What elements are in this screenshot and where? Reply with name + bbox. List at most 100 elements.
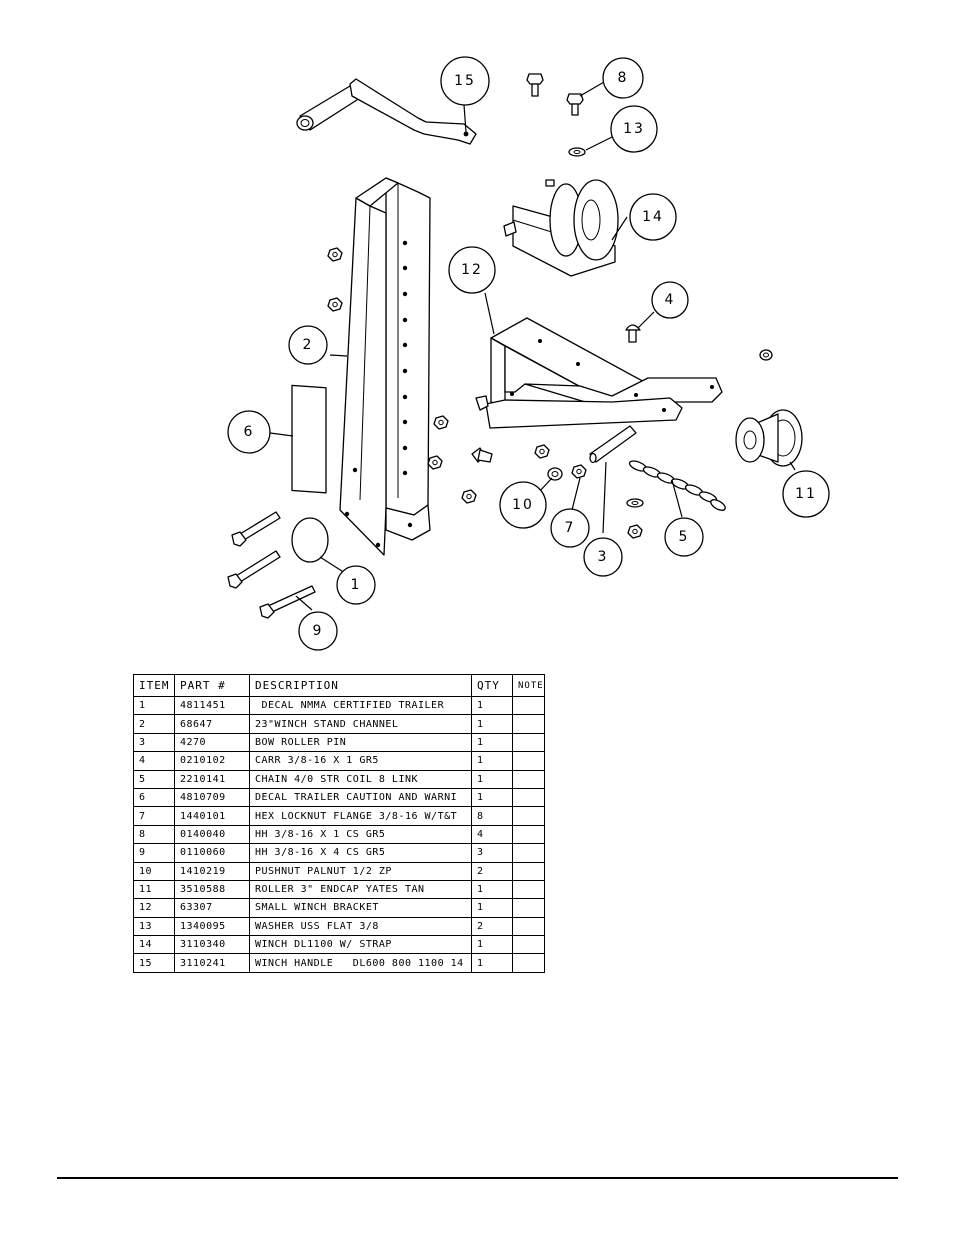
cell-part-number: 1410219 <box>174 861 250 881</box>
cell-item: 6 <box>133 787 175 808</box>
callout-label: 10 <box>512 497 534 513</box>
callout-label: 7 <box>565 520 576 536</box>
callout-label: 3 <box>598 549 609 565</box>
cell-qty: 3 <box>471 843 513 863</box>
callout-balloon: 2 <box>288 325 328 365</box>
callout-label: 13 <box>623 121 645 137</box>
callout-balloon: 8 <box>602 57 644 99</box>
column-header-description: DESCRIPTION <box>249 674 472 697</box>
hex-cap-screw-part <box>526 73 544 97</box>
callout-balloon: 12 <box>448 246 496 294</box>
hex-bolt-long-part <box>259 585 316 619</box>
cell-description: PUSHNUT PALNUT 1/2 ZP <box>249 861 472 881</box>
cell-description: SMALL WINCH BRACKET <box>249 898 472 918</box>
cell-item: 9 <box>133 843 175 863</box>
column-header-item: ITEM <box>133 674 175 697</box>
cell-note <box>512 898 545 918</box>
exploded-parts-diagram: 15 8 13 14 12 4 2 6 10 7 3 5 <box>227 56 830 651</box>
cell-part-number: 2210141 <box>174 769 250 789</box>
callout-label: 5 <box>679 529 690 545</box>
pushnut-part <box>547 467 563 481</box>
cell-qty: 1 <box>471 732 513 753</box>
cell-note <box>512 751 545 771</box>
cell-note <box>512 824 545 845</box>
hex-bolt-long-part <box>231 511 281 547</box>
cell-qty: 2 <box>471 916 513 937</box>
cell-item: 10 <box>133 861 175 881</box>
column-header-note: NOTE <box>512 674 545 697</box>
callout-balloon: 5 <box>664 517 704 557</box>
footer-rule <box>57 1177 898 1179</box>
cell-part-number: 1340095 <box>174 916 250 937</box>
cell-item: 4 <box>133 751 175 771</box>
cell-part-number: 4811451 <box>174 695 250 716</box>
cell-description: WINCH DL1100 W/ STRAP <box>249 935 472 955</box>
hex-locknut-part <box>461 489 477 504</box>
cell-note <box>512 769 545 789</box>
cell-description: DECAL TRAILER CAUTION AND WARNI <box>249 787 472 808</box>
hex-bolt-long-part <box>227 550 281 589</box>
hex-locknut-part <box>627 524 643 539</box>
table-header-row: ITEM PART # DESCRIPTION QTY NOTE <box>133 674 545 697</box>
hex-locknut-part <box>327 247 343 262</box>
cell-note <box>512 806 545 826</box>
cell-item: 2 <box>133 714 175 734</box>
cell-description: DECAL NMMA CERTIFIED TRAILER <box>249 695 472 716</box>
callout-balloon: 4 <box>651 281 689 319</box>
cell-qty: 2 <box>471 861 513 881</box>
cell-description: WINCH HANDLE DL600 800 1100 14 <box>249 953 472 973</box>
cell-part-number: 68647 <box>174 714 250 734</box>
cell-part-number: 4270 <box>174 732 250 753</box>
cell-note <box>512 916 545 937</box>
cell-description: WASHER USS FLAT 3/8 <box>249 916 472 937</box>
hex-locknut-part <box>427 455 443 470</box>
callout-label: 4 <box>665 292 676 308</box>
cell-part-number: 3110340 <box>174 935 250 955</box>
cell-item: 14 <box>133 935 175 955</box>
cell-description: HEX LOCKNUT FLANGE 3/8-16 W/T&T <box>249 806 472 826</box>
cell-note <box>512 935 545 955</box>
cell-qty: 1 <box>471 695 513 716</box>
callout-label: 8 <box>618 70 629 86</box>
cell-part-number: 0110060 <box>174 843 250 863</box>
hex-locknut-part <box>433 415 449 430</box>
pushnut-part <box>759 349 773 361</box>
cell-qty: 1 <box>471 787 513 808</box>
cell-part-number: 4810709 <box>174 787 250 808</box>
cell-item: 8 <box>133 824 175 845</box>
cell-note <box>512 695 545 716</box>
callout-balloon: 3 <box>583 537 623 577</box>
callout-label: 9 <box>313 623 324 639</box>
callout-label: 1 <box>351 577 362 593</box>
cell-note <box>512 879 545 900</box>
cell-note <box>512 843 545 863</box>
flat-washer-part <box>568 147 586 157</box>
hex-locknut-part <box>534 444 550 459</box>
cell-qty: 1 <box>471 769 513 789</box>
callout-balloon: 7 <box>550 508 590 548</box>
cell-description: BOW ROLLER PIN <box>249 732 472 753</box>
cell-part-number: 0140040 <box>174 824 250 845</box>
cell-qty: 1 <box>471 935 513 955</box>
cell-description: ROLLER 3" ENDCAP YATES TAN <box>249 879 472 900</box>
cell-description: CHAIN 4/0 STR COIL 8 LINK <box>249 769 472 789</box>
cell-qty: 1 <box>471 714 513 734</box>
cell-note <box>512 714 545 734</box>
cell-note <box>512 787 545 808</box>
winch-part <box>503 179 619 277</box>
cell-qty: 1 <box>471 879 513 900</box>
chain-part <box>628 460 726 511</box>
callout-label: 6 <box>244 424 255 440</box>
cell-qty: 8 <box>471 806 513 826</box>
